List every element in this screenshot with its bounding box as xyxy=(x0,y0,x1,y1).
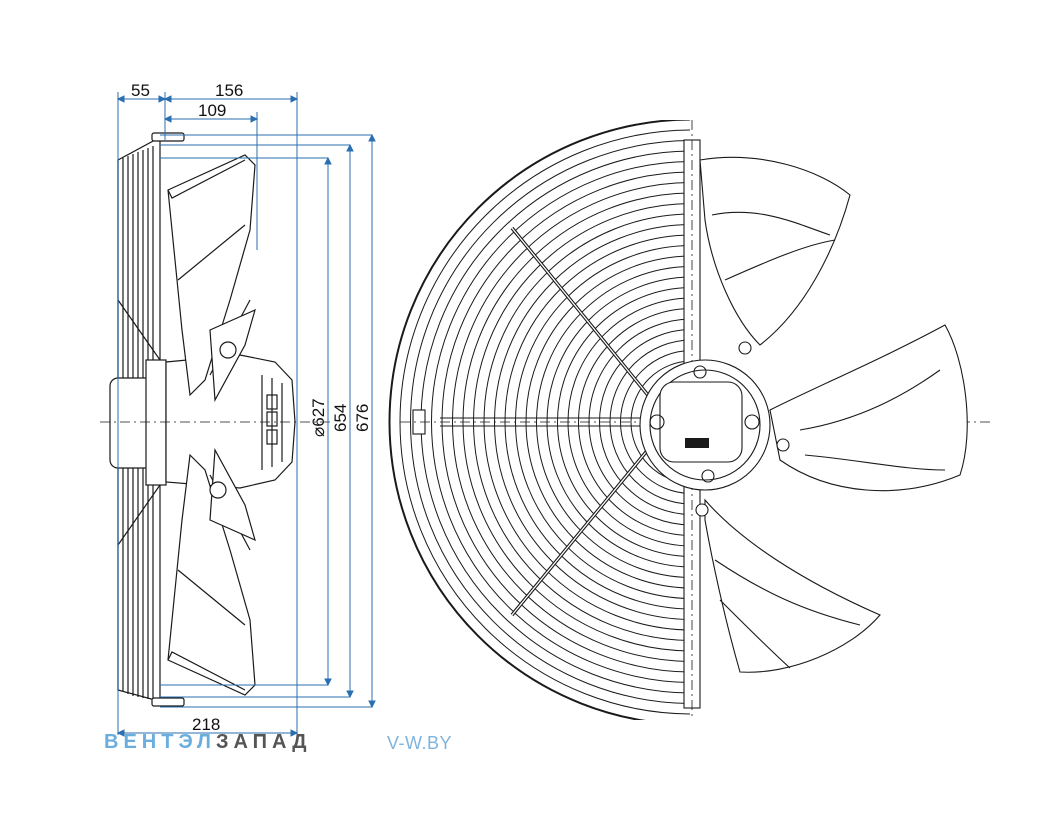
front-blades xyxy=(699,156,968,673)
guard-ring xyxy=(578,308,690,536)
guard-ring xyxy=(388,120,690,720)
guard-ring xyxy=(599,329,690,515)
side-blades xyxy=(167,154,256,696)
front-view xyxy=(388,120,990,720)
dimension-156: 156 xyxy=(215,81,243,100)
guard-ring xyxy=(431,161,690,683)
guard-ring xyxy=(536,266,690,578)
dimension-654: 654 xyxy=(331,404,350,432)
side-motor xyxy=(109,354,296,489)
brand-part2: ЗАПАД xyxy=(215,731,312,753)
guard-ring xyxy=(410,140,690,704)
dimension-109: 109 xyxy=(198,101,226,120)
side-view xyxy=(100,132,330,707)
dimension-218: 218 xyxy=(192,715,220,734)
guard-ring xyxy=(473,203,690,641)
front-guard-struts xyxy=(440,226,662,617)
guard-ring xyxy=(557,287,690,557)
brand-part1: ВЕНТЭЛ xyxy=(104,731,216,753)
guard-ring xyxy=(452,182,690,662)
brand-watermark: ВЕНТЭЛЗАПАД xyxy=(104,731,311,754)
guard-ring xyxy=(630,360,690,484)
dimension-676: 676 xyxy=(353,404,372,432)
dimension-627: ⌀627 xyxy=(309,398,328,437)
dimension-55: 55 xyxy=(131,81,150,100)
site-watermark: V-W.BY xyxy=(387,733,453,753)
front-hub xyxy=(639,341,790,517)
side-dimensions xyxy=(116,92,376,737)
